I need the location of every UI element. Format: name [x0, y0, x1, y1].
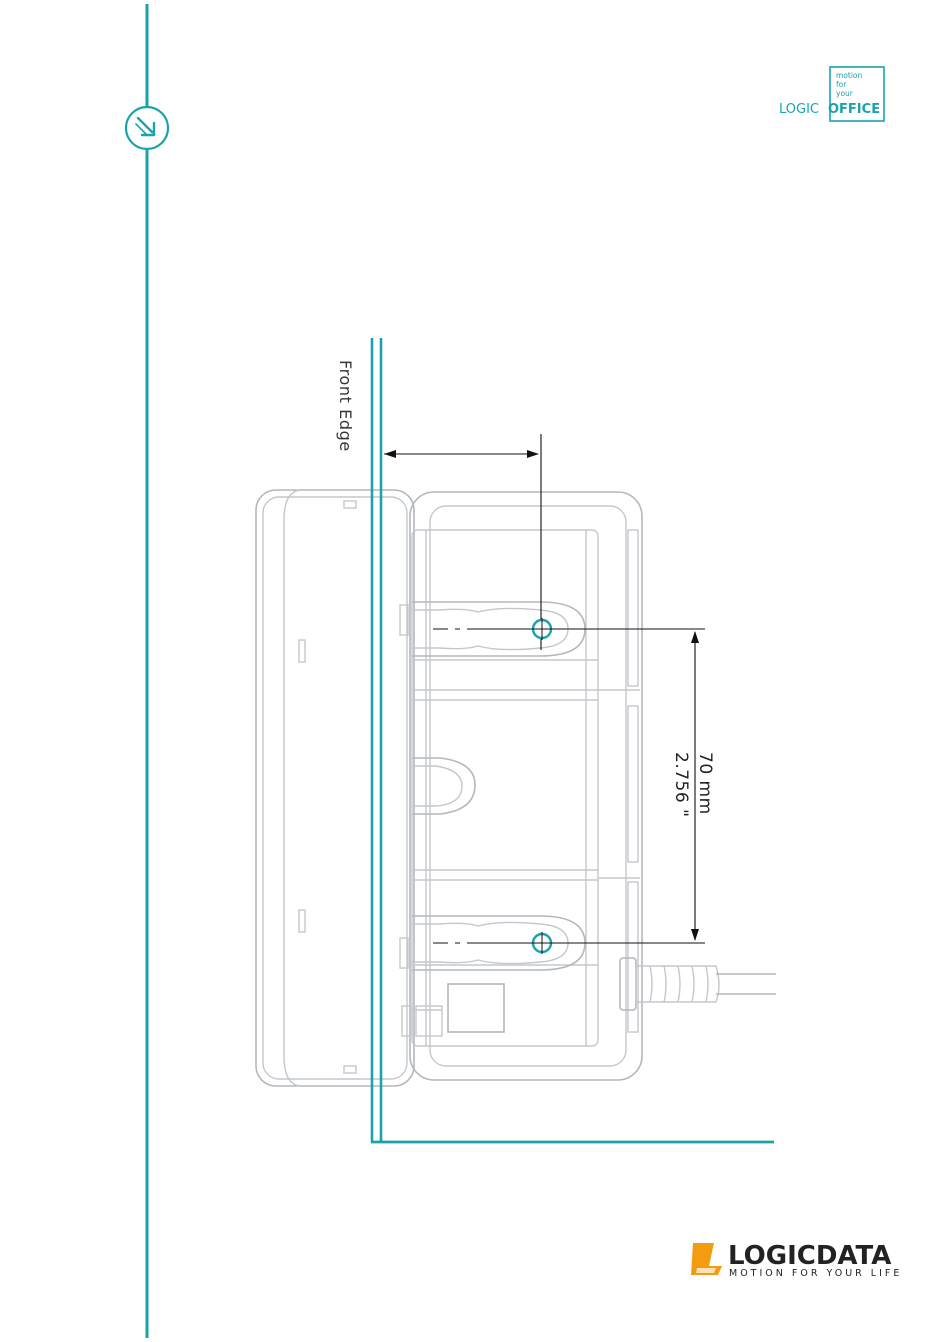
- logic-office-logo: motion for your LOGIC OFFICE: [776, 67, 884, 121]
- arrow-down-right-icon: [126, 107, 168, 149]
- front-edge-label: Front Edge: [336, 360, 355, 452]
- dimension-imperial-label: 2.756 ": [671, 752, 691, 817]
- dimension-metric-label: 70 mm: [695, 752, 715, 815]
- screw-hole-bottom: [433, 932, 705, 954]
- svg-text:for: for: [836, 80, 847, 89]
- hole-spacing-dimension: 70 mm 2.756 ": [590, 629, 715, 941]
- svg-text:motion: motion: [836, 71, 863, 80]
- logicdata-logo: LOGICDATA MOTION FOR YOUR LIFE: [691, 1241, 902, 1279]
- svg-text:LOGICDATA: LOGICDATA: [728, 1241, 891, 1271]
- svg-text:LOGIC: LOGIC: [779, 102, 819, 117]
- svg-text:OFFICE: OFFICE: [828, 102, 880, 117]
- svg-text:your: your: [836, 89, 854, 98]
- svg-text:MOTION FOR YOUR LIFE: MOTION FOR YOUR LIFE: [729, 1268, 902, 1279]
- front-edge-lines: [371, 338, 774, 1142]
